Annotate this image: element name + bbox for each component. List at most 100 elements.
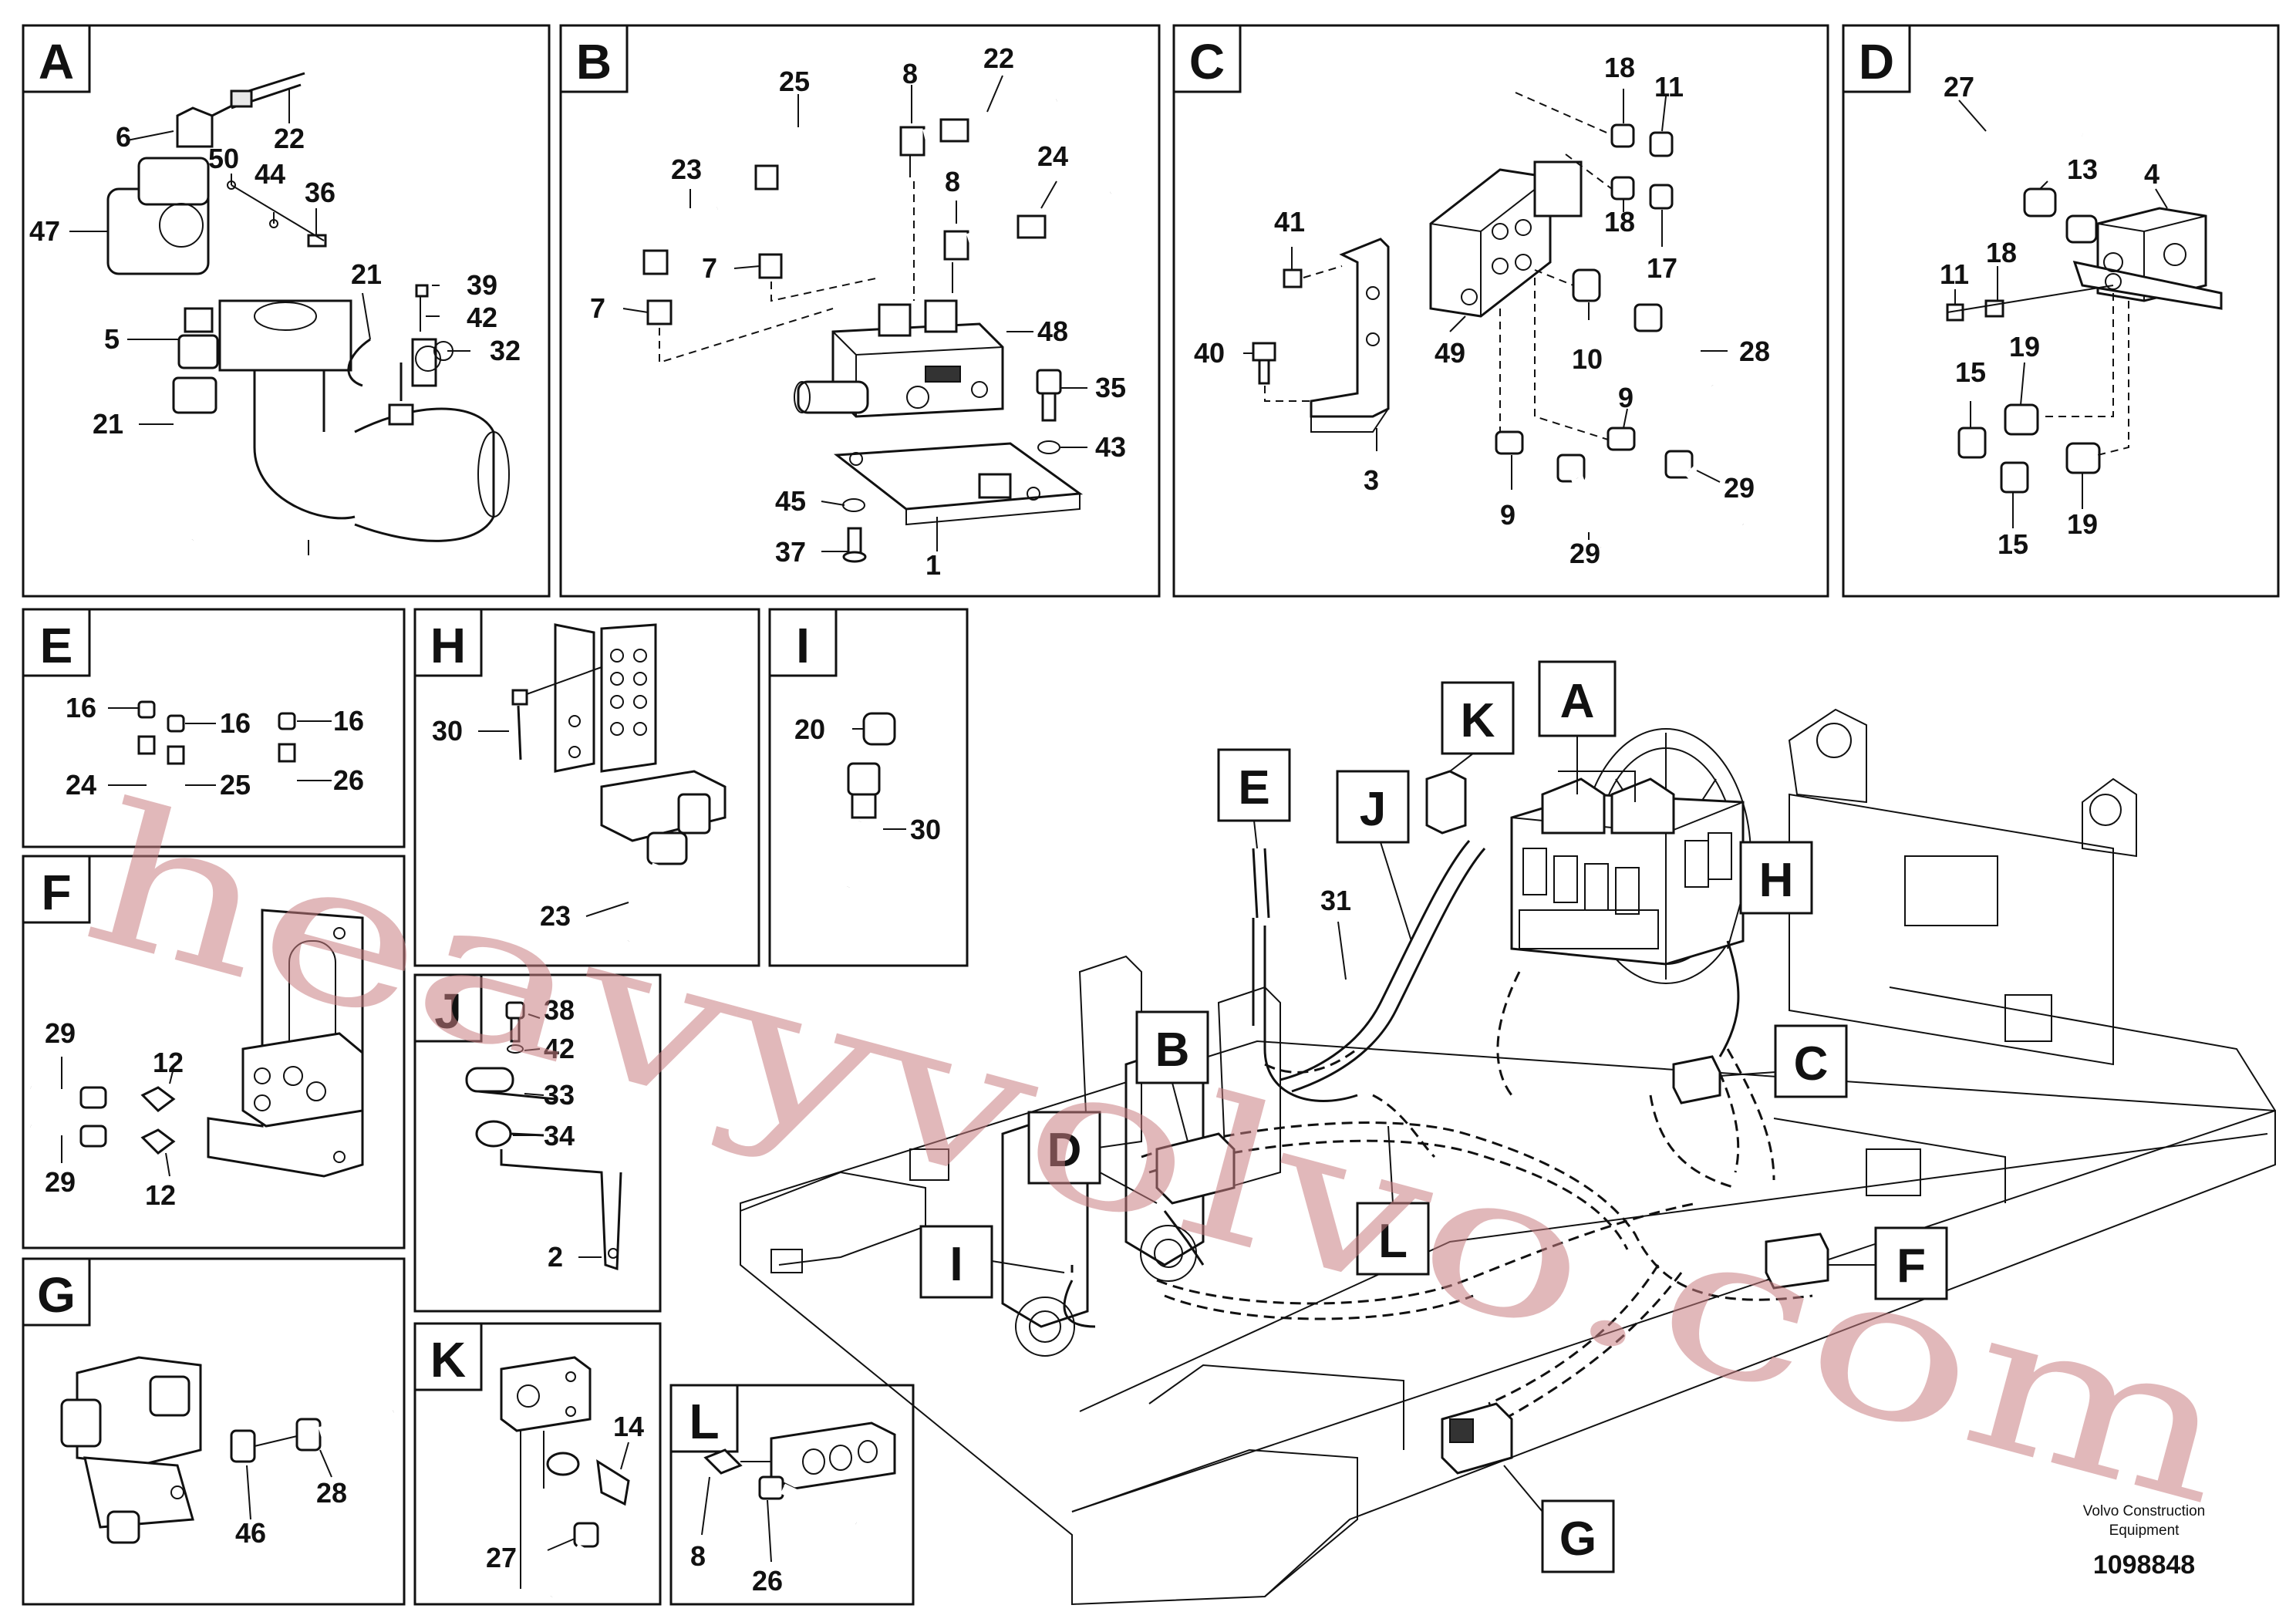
panel-f: F 29 12 29 12	[22, 855, 406, 1249]
f-label-12-upper: 12	[153, 1047, 184, 1078]
i-label-30: 30	[910, 814, 941, 845]
b-label-24: 24	[1037, 140, 1068, 172]
k-label-14: 14	[613, 1411, 644, 1442]
j-label-2: 2	[548, 1241, 563, 1273]
panel-b-letter: B	[576, 34, 612, 89]
panel-j: J 38 42 33 34 2	[413, 973, 662, 1313]
panel-e-letter: E	[40, 618, 73, 673]
a-label-42: 42	[467, 302, 497, 333]
a-label-21-lower: 21	[93, 408, 123, 440]
c-label-29-right: 29	[1724, 472, 1755, 504]
c-label-9-lower: 9	[1500, 499, 1515, 531]
panel-g-letter: G	[37, 1267, 76, 1323]
panel-b: B	[559, 24, 1161, 598]
main-frame-view	[740, 708, 2276, 1606]
panel-a: A	[22, 24, 551, 598]
c-label-41: 41	[1274, 206, 1305, 238]
b-label-22: 22	[983, 42, 1014, 74]
g-label-46: 46	[235, 1517, 266, 1549]
main-callout-e: E	[1238, 761, 1269, 814]
a-label-44: 44	[255, 158, 285, 190]
i-label-20: 20	[794, 713, 825, 745]
main-callout-b: B	[1155, 1023, 1190, 1077]
j-label-38: 38	[544, 994, 575, 1026]
e-label-26: 26	[333, 764, 364, 796]
e-label-25: 25	[220, 769, 251, 801]
a-label-22: 22	[274, 123, 305, 154]
d-label-15-upper: 15	[1955, 356, 1986, 388]
a-label-32: 32	[490, 335, 521, 366]
h-label-30: 30	[432, 715, 463, 747]
b-label-8-mid: 8	[945, 166, 960, 197]
d-label-19-upper: 19	[2009, 331, 2040, 363]
c-label-17: 17	[1647, 252, 1677, 284]
f-label-12-lower: 12	[145, 1179, 176, 1211]
main-callout-f: F	[1896, 1239, 1926, 1293]
a-label-50: 50	[208, 143, 239, 174]
panel-g: G 46 28	[22, 1257, 406, 1606]
b-label-45: 45	[775, 485, 806, 517]
d-label-19-lower: 19	[2067, 508, 2098, 540]
main-label-31: 31	[1320, 885, 1351, 916]
c-label-18-top: 18	[1604, 52, 1635, 83]
a-label-21-upper: 21	[351, 258, 382, 290]
main-callout-j: J	[1360, 783, 1386, 836]
c-label-28: 28	[1739, 336, 1770, 367]
d-label-11: 11	[1940, 258, 1969, 290]
b-label-25: 25	[779, 66, 810, 97]
panel-h-letter: H	[430, 618, 466, 673]
panel-j-letter: J	[434, 983, 462, 1039]
c-label-10: 10	[1572, 343, 1603, 375]
panel-d-letter: D	[1859, 34, 1894, 89]
d-label-18: 18	[1986, 237, 2017, 268]
b-label-1: 1	[925, 549, 941, 581]
d-label-27: 27	[1944, 71, 1974, 103]
l-label-26: 26	[752, 1565, 783, 1597]
panel-c-letter: C	[1189, 34, 1225, 89]
j-label-34: 34	[544, 1120, 575, 1152]
credit-line-1: Volvo Construction	[2083, 1503, 2205, 1519]
j-label-33: 33	[544, 1079, 575, 1111]
c-label-49: 49	[1435, 337, 1465, 369]
d-label-4: 4	[2144, 158, 2159, 190]
a-label-39: 39	[467, 269, 497, 301]
main-callout-h: H	[1759, 854, 1794, 907]
c-label-11: 11	[1654, 71, 1684, 103]
g-label-28: 28	[316, 1477, 347, 1509]
doc-number: 1098848	[2093, 1550, 2195, 1580]
b-label-43: 43	[1095, 431, 1126, 463]
k-label-27: 27	[486, 1542, 517, 1573]
main-callouts: A K E J H B C D L I	[919, 660, 1948, 1573]
b-label-23: 23	[671, 153, 702, 185]
main-callout-k: K	[1461, 694, 1495, 747]
main-callout-g: G	[1559, 1512, 1596, 1566]
a-label-6: 6	[116, 121, 131, 153]
f-label-29-upper: 29	[45, 1017, 76, 1049]
panel-h: H 30 23	[413, 608, 760, 967]
f-label-29-lower: 29	[45, 1166, 76, 1198]
c-label-3: 3	[1364, 464, 1379, 496]
b-label-48: 48	[1037, 315, 1068, 347]
panel-c: C	[1172, 24, 1829, 598]
panel-d: D 27 4 13 11 18 19 15	[1842, 24, 2280, 598]
panel-i-letter: I	[796, 618, 810, 673]
b-label-37: 37	[775, 536, 806, 568]
c-label-9-upper: 9	[1618, 382, 1633, 413]
b-label-8-top: 8	[902, 58, 918, 89]
b-label-7-lower: 7	[590, 292, 605, 324]
panel-l: L 8 26	[669, 1384, 915, 1606]
c-label-29-lower: 29	[1569, 538, 1600, 569]
panel-a-letter: A	[39, 34, 74, 89]
panel-e: E 16 16 16 24 25 26	[22, 608, 406, 848]
e-label-16-b: 16	[220, 707, 251, 739]
panel-l-letter: L	[689, 1394, 719, 1449]
h-label-23: 23	[540, 900, 571, 932]
panel-k-letter: K	[430, 1332, 466, 1388]
credit-line-2: Equipment	[2109, 1523, 2180, 1539]
a-label-47: 47	[29, 215, 60, 247]
panel-f-letter: F	[41, 865, 71, 920]
e-label-16-a: 16	[66, 692, 96, 723]
c-label-40: 40	[1194, 337, 1225, 369]
main-callout-i: I	[949, 1238, 963, 1291]
